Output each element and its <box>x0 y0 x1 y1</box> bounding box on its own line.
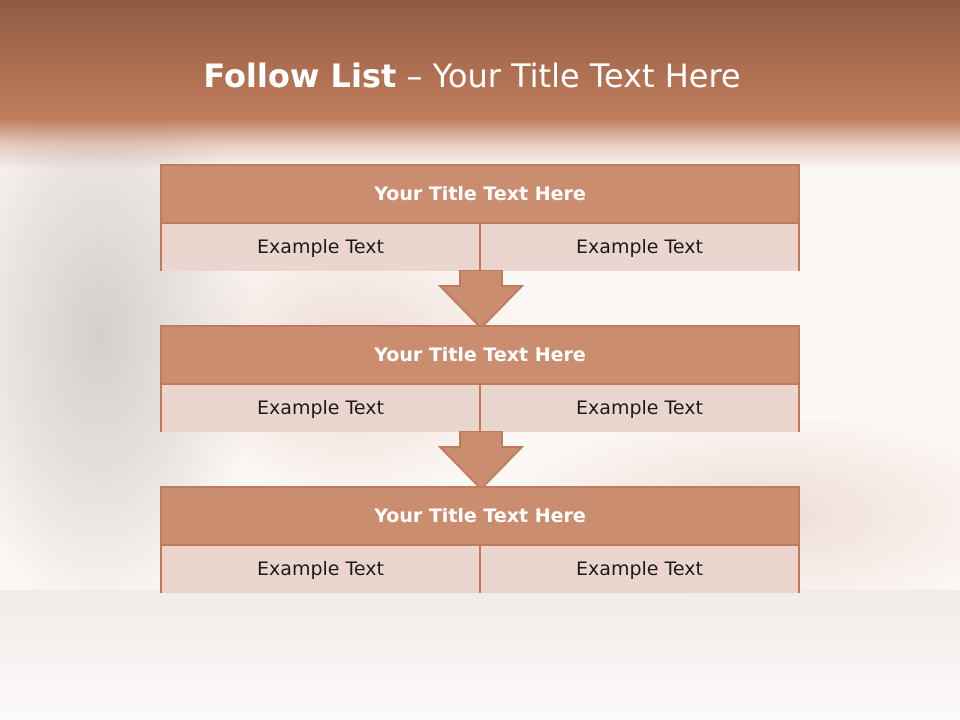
step-right-cell: Example Text <box>479 385 798 432</box>
step-row: Example Text Example Text <box>162 546 798 593</box>
step-title: Your Title Text Here <box>162 327 798 385</box>
step-left-cell: Example Text <box>162 224 479 271</box>
step-left-cell: Example Text <box>162 385 479 432</box>
header-band <box>0 0 960 170</box>
step-right-cell: Example Text <box>479 546 798 593</box>
step-title: Your Title Text Here <box>162 166 798 224</box>
slide-title-bold: Follow List <box>203 57 397 95</box>
step-block-3: Your Title Text Here Example Text Exampl… <box>160 486 800 593</box>
step-block-1: Your Title Text Here Example Text Exampl… <box>160 164 800 271</box>
step-title: Your Title Text Here <box>162 488 798 546</box>
step-left-cell: Example Text <box>162 546 479 593</box>
step-row: Example Text Example Text <box>162 385 798 432</box>
down-arrow-icon <box>438 270 524 330</box>
background-table-shape <box>0 590 960 720</box>
slide-title-rest: – Your Title Text Here <box>406 57 741 95</box>
slide-title: Follow List – Your Title Text Here <box>0 54 944 98</box>
down-arrow-icon <box>438 431 524 491</box>
step-row: Example Text Example Text <box>162 224 798 271</box>
step-block-2: Your Title Text Here Example Text Exampl… <box>160 325 800 432</box>
step-right-cell: Example Text <box>479 224 798 271</box>
